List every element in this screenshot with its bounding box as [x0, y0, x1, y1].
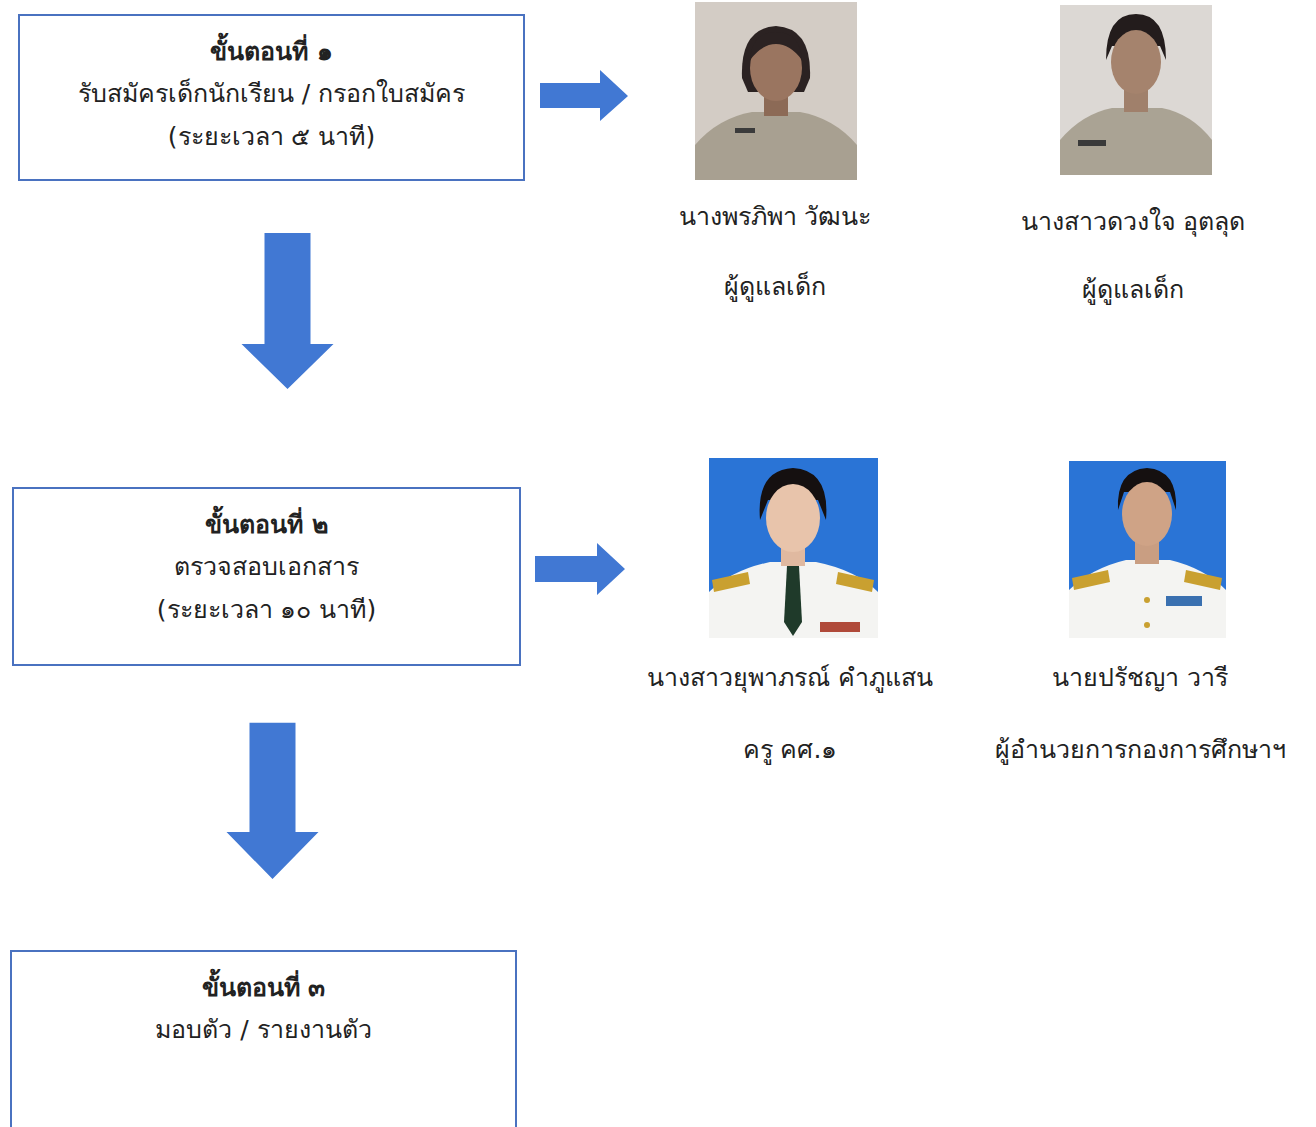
step-box: ขั้นตอนที่ ๒ตรวจสอบเอกสาร (ระยะเวลา ๑๐ นา… [12, 487, 521, 666]
photo-uniform [1069, 560, 1226, 638]
step-text: มอบตัว / รายงานตัว [24, 1012, 503, 1048]
photo-background [1069, 461, 1226, 638]
step-text: ตรวจสอบเอกสาร [26, 549, 507, 585]
right-arrow [540, 70, 628, 121]
step-box: ขั้นตอนที่ ๑รับสมัครเด็กนักเรียน / กรอกใ… [18, 14, 525, 181]
photo-buttons [1144, 622, 1150, 628]
portrait-photo [709, 458, 878, 638]
photo-shoulder-board [1072, 570, 1110, 590]
step-text: รับสมัครเด็กนักเรียน / กรอกใบสมัคร [32, 76, 511, 112]
step-text: (ระยะเวลา ๑๐ นาที) [26, 592, 507, 628]
right-arrow [535, 543, 625, 595]
person-role: ครู คศ.๑ [743, 734, 838, 767]
photo-background [695, 2, 857, 180]
person-name: นายปรัชญา วารี [1052, 662, 1228, 695]
photo-ribbons [820, 622, 860, 632]
photo-background [1060, 5, 1212, 175]
step-heading: ขั้นตอนที่ ๓ [24, 970, 503, 1006]
step-text: (ระยะเวลา ๕ นาที) [32, 119, 511, 155]
photo-tie [784, 566, 802, 636]
photo-background [709, 458, 878, 638]
flow-arrow [227, 723, 319, 879]
photo-face [766, 484, 820, 552]
photo-buttons [1144, 597, 1150, 603]
photo-uniform [709, 562, 878, 638]
person-role: ผู้ดูแลเด็ก [724, 271, 826, 304]
person-role: ผู้ดูแลเด็ก [1082, 274, 1184, 307]
photo-ribbons [1166, 596, 1202, 606]
portrait-photo [1060, 5, 1212, 175]
photo-shoulder-board [712, 572, 750, 592]
photo-uniform [695, 112, 857, 180]
photo-shoulder-board [836, 572, 874, 592]
photo-fringe [750, 32, 802, 60]
photo-face [1111, 30, 1161, 94]
step-heading: ขั้นตอนที่ ๑ [32, 34, 511, 70]
step-box: ขั้นตอนที่ ๓มอบตัว / รายงานตัว [10, 950, 517, 1127]
photo-shoulder-board [1184, 570, 1222, 590]
photo-face [1122, 482, 1172, 546]
photo-uniform [1060, 108, 1212, 175]
flow-arrow [242, 233, 334, 389]
person-name: นางสาวยุพาภรณ์ คำภูแสน [647, 662, 933, 695]
person-name: นางพรภิพา วัฒนะ [679, 201, 872, 234]
portrait-photo [1069, 461, 1226, 638]
photo-badge [1078, 140, 1106, 146]
person-role: ผู้อำนวยการกองการศึกษาฯ [995, 734, 1286, 767]
photo-badge [735, 128, 755, 133]
person-name: นางสาวดวงใจ อุตลุด [1021, 206, 1246, 239]
portrait-photo [695, 2, 857, 180]
step-heading: ขั้นตอนที่ ๒ [26, 507, 507, 543]
